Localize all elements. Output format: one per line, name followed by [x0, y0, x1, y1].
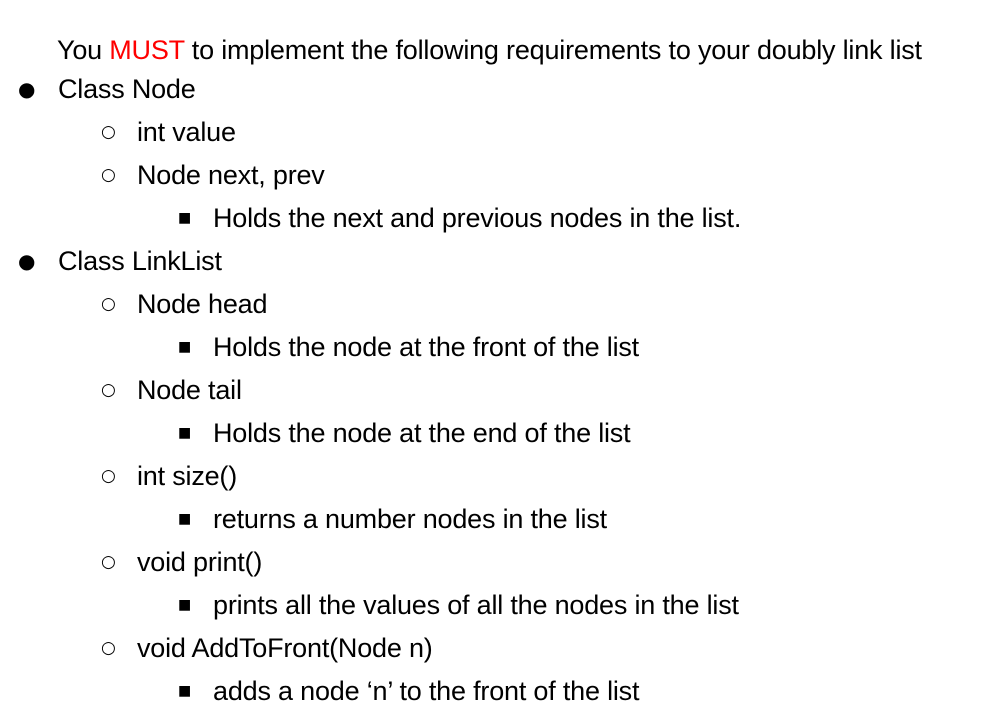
list-item-label: prints all the values of all the nodes i… — [213, 590, 739, 620]
circle-bullet-icon: ○ — [101, 294, 116, 314]
list-item-label: Class LinkList — [58, 246, 222, 276]
list-item: ○ Node tail — [0, 369, 992, 412]
square-bullet-icon: ■ — [178, 339, 192, 355]
intro-paragraph: You MUST to implement the following requ… — [57, 32, 922, 68]
list-item: ○ Node head — [0, 283, 992, 326]
list-item-label: Holds the node at the end of the list — [213, 418, 631, 448]
list-item-label: void AddToFront(Node n) — [137, 633, 433, 663]
list-item-label: Holds the next and previous nodes in the… — [213, 203, 742, 233]
list-item: ● Class LinkList — [0, 240, 992, 283]
circle-bullet-icon: ○ — [101, 552, 116, 572]
list-item: ○ void AddToFront(Node n) — [0, 627, 992, 670]
intro-text-before: You — [57, 35, 110, 65]
list-item-label: Node next, prev — [137, 160, 325, 190]
circle-bullet-icon: ○ — [101, 380, 116, 400]
list-item-label: adds a node ‘n’ to the front of the list — [213, 676, 640, 706]
square-bullet-icon: ■ — [178, 683, 192, 699]
circle-bullet-icon: ○ — [101, 165, 116, 185]
list-item: ■ Holds the node at the end of the list — [0, 412, 992, 455]
list-item: ○ int value — [0, 111, 992, 154]
square-bullet-icon: ■ — [178, 597, 192, 613]
list-item-label: int value — [137, 117, 236, 147]
intro-text-after: to implement the following requirements … — [184, 35, 922, 65]
list-item: ■ adds a node ‘n’ to the front of the lis… — [0, 670, 992, 713]
list-item-label: int size() — [137, 461, 238, 491]
list-item-label: Node tail — [137, 375, 242, 405]
list-item: ■ Holds the next and previous nodes in th… — [0, 197, 992, 240]
list-item-label: returns a number nodes in the list — [213, 504, 607, 534]
list-item: ● Class Node — [0, 68, 992, 111]
requirements-list: ● Class Node ○ int value ○ Node next, prev ■ Ho… — [0, 68, 992, 713]
intro-emphasis-must: MUST — [109, 35, 185, 65]
disc-bullet-icon: ● — [18, 249, 36, 273]
list-item: ■ returns a number nodes in the list — [0, 498, 992, 541]
square-bullet-icon: ■ — [178, 210, 192, 226]
list-item-label: void print() — [137, 547, 263, 577]
list-item: ■ prints all the values of all the nodes … — [0, 584, 992, 627]
circle-bullet-icon: ○ — [101, 466, 116, 486]
list-item-label: Holds the node at the front of the list — [213, 332, 639, 362]
disc-bullet-icon: ● — [18, 77, 36, 101]
list-item: ■ Holds the node at the front of the list — [0, 326, 992, 369]
list-item-label: Node head — [137, 289, 268, 319]
square-bullet-icon: ■ — [178, 511, 192, 527]
list-item: ○ void print() — [0, 541, 992, 584]
circle-bullet-icon: ○ — [101, 122, 116, 142]
list-item-label: Class Node — [58, 74, 196, 104]
square-bullet-icon: ■ — [178, 425, 192, 441]
list-item: ○ Node next, prev — [0, 154, 992, 197]
circle-bullet-icon: ○ — [101, 638, 116, 658]
list-item: ○ int size() — [0, 455, 992, 498]
